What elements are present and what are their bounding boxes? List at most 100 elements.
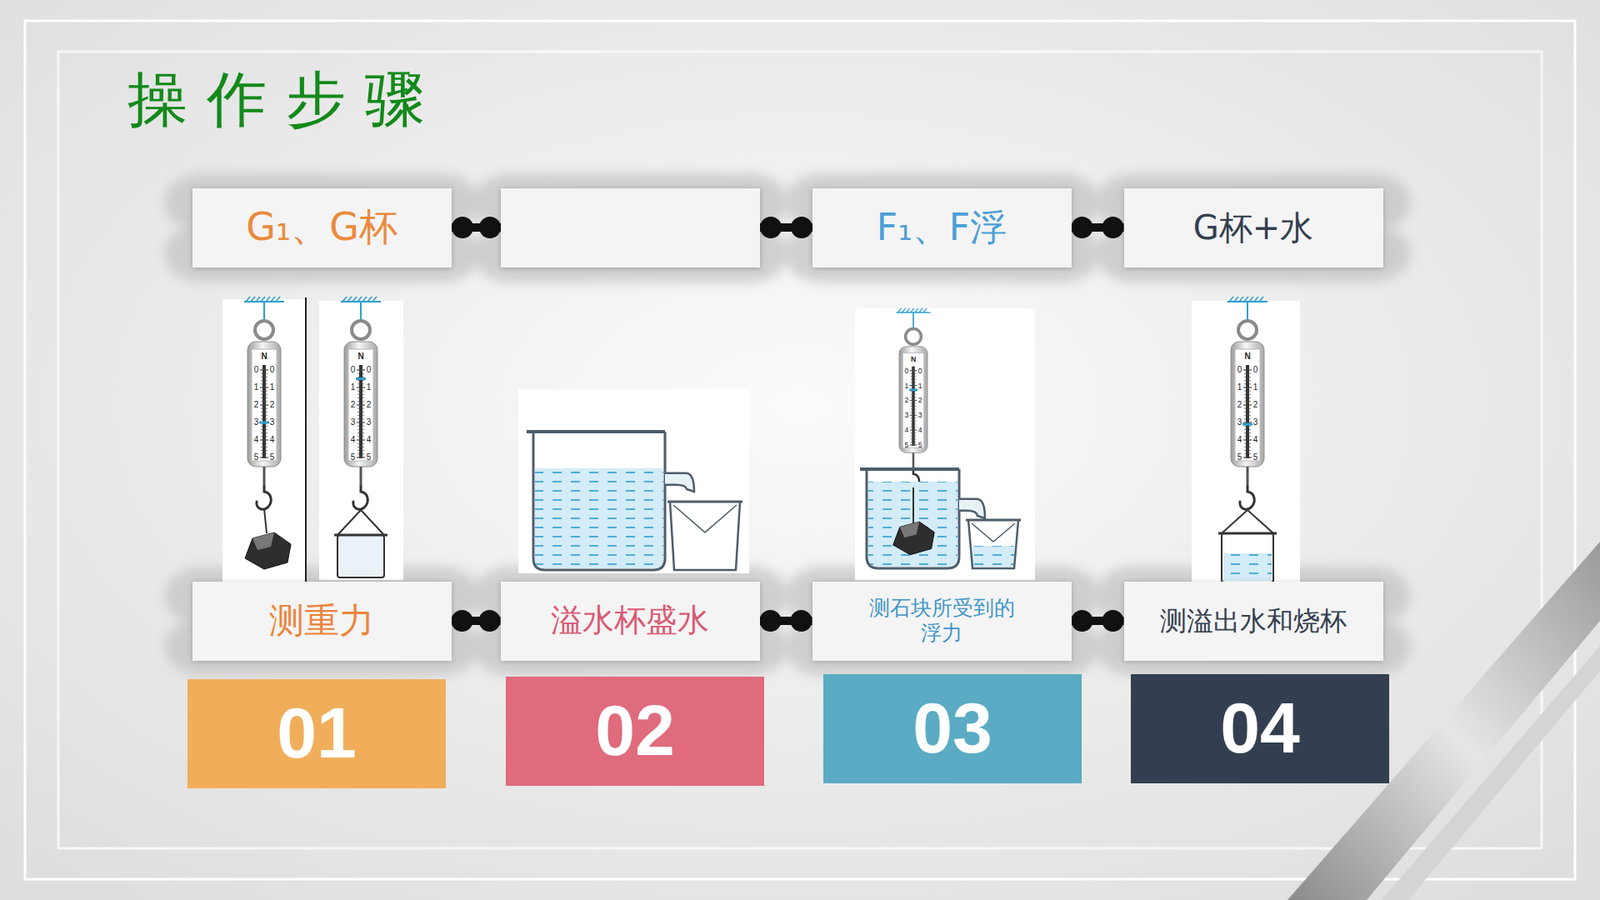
scale-number: 3 — [1237, 418, 1243, 427]
drawing-part — [1243, 404, 1252, 405]
drawing-part — [262, 365, 266, 459]
drawing-part — [260, 425, 268, 427]
drawing-part — [260, 415, 268, 416]
drawing-part — [360, 301, 362, 320]
scale-number: 2 — [1253, 400, 1259, 410]
step-box: 测石块所受到的浮力 — [812, 581, 1072, 661]
scale-number: 4 — [1253, 435, 1259, 445]
scale-number: 2 — [905, 396, 910, 405]
scale-number: 3 — [270, 418, 275, 427]
drawing-part — [259, 421, 270, 425]
connector-dot — [1102, 610, 1125, 632]
connector-dot — [1071, 610, 1094, 632]
frame-line — [25, 20, 1575, 880]
drawing-part — [357, 373, 365, 375]
drawing-part — [260, 453, 268, 455]
drawing-part — [1244, 425, 1251, 427]
scale-number: 0 — [1253, 365, 1259, 375]
thread — [264, 508, 267, 534]
step-box: 测重力 — [192, 581, 452, 661]
overflow-beaker — [533, 431, 665, 570]
scale-number: 2 — [270, 400, 275, 410]
drawing-part — [260, 418, 268, 420]
drawing-part — [1246, 301, 1249, 320]
drawing-part — [910, 426, 917, 428]
picture-panel — [319, 300, 404, 580]
drawing-part — [1244, 390, 1251, 392]
scale-number: 0 — [350, 365, 356, 375]
drawing-part — [1254, 296, 1259, 302]
drawing-part — [910, 432, 917, 434]
scale-number: 4 — [270, 435, 275, 445]
drawing-part — [910, 423, 917, 425]
step-number-tile: 01 — [187, 679, 446, 789]
drawing-part — [1244, 380, 1251, 381]
drawing-part — [910, 420, 917, 422]
drawing-part — [260, 429, 268, 430]
scale-number: 5 — [366, 453, 372, 462]
drawing-part — [910, 370, 918, 371]
drawing-part — [910, 388, 917, 390]
drawing-part — [344, 341, 378, 467]
step-number-tile: 04 — [1130, 674, 1390, 784]
connector — [1071, 216, 1125, 239]
drawing-part — [260, 383, 268, 385]
small-cup — [1221, 533, 1274, 583]
drawing-part — [260, 432, 268, 434]
drawing-part — [367, 296, 372, 302]
drawing-part — [260, 443, 268, 445]
drawing-part — [910, 435, 917, 437]
box-text: G₁、G杯 — [245, 204, 398, 250]
scale-number: 0 — [254, 365, 260, 375]
drawing-part — [910, 400, 918, 401]
drawing-part — [910, 441, 917, 443]
drawing-part — [910, 409, 917, 410]
drawing-part — [265, 296, 270, 302]
drawing-part — [357, 450, 365, 451]
drawing-part — [255, 320, 274, 340]
drawing-part — [1234, 296, 1239, 302]
scale-number: 1 — [350, 383, 356, 392]
drawing-part — [910, 308, 915, 313]
drawing-part — [912, 452, 915, 470]
drawing-part — [910, 430, 918, 431]
formula-box: G₁、G杯 — [192, 188, 452, 268]
scale-number: 5 — [270, 453, 275, 462]
drawing-part — [790, 216, 813, 239]
formula-box: F₁、F浮 — [812, 188, 1072, 268]
water — [972, 545, 1015, 567]
drawing-part — [1243, 439, 1252, 440]
drawing-part — [1249, 296, 1254, 302]
cup-hanger — [1221, 510, 1274, 534]
drawing-part — [351, 320, 370, 340]
drawing-part — [356, 386, 365, 388]
drawing-part — [260, 380, 268, 381]
drawing-part — [357, 415, 365, 416]
drawing-part — [912, 312, 915, 329]
drawing-part — [910, 390, 917, 392]
scale-number: 4 — [1237, 435, 1243, 445]
step-number: 01 — [276, 690, 357, 776]
box-text: 溢水杯盛水 — [550, 601, 710, 640]
drawing-part — [1244, 443, 1251, 445]
drawing-part — [1243, 386, 1252, 388]
beaker-spout — [959, 499, 985, 519]
scale-number: 5 — [1253, 453, 1259, 462]
scale-number: 0 — [270, 365, 275, 375]
connector-dot — [451, 610, 474, 632]
scale-number: 2 — [254, 400, 260, 410]
drawing-part — [357, 394, 365, 395]
drawing-part — [451, 216, 474, 239]
drawing-part — [357, 383, 365, 385]
drawing-part — [357, 390, 365, 392]
drawing-part — [260, 450, 268, 451]
drawing-part — [260, 404, 269, 405]
drawing-part — [1230, 341, 1265, 467]
drawing-part — [357, 425, 365, 427]
drawing-part — [356, 439, 365, 440]
drawing-part — [270, 296, 275, 302]
scale-number: 3 — [350, 418, 356, 427]
picture-panel — [1191, 300, 1300, 585]
scale-number: 5 — [1237, 453, 1243, 462]
